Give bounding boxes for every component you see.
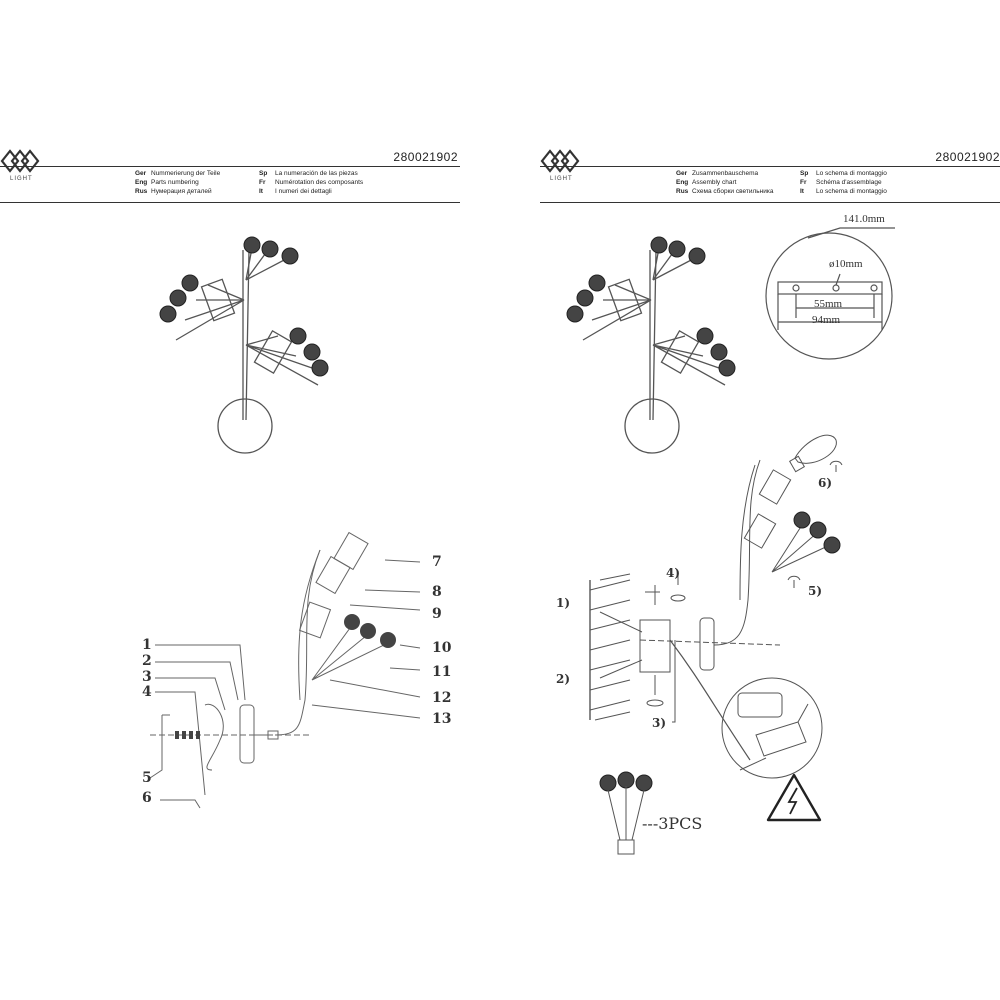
dimension-hole: ø10mm — [829, 258, 863, 270]
exploded-parts-drawing — [149, 531, 421, 809]
dimension-inner: 55mm — [814, 298, 843, 310]
mounting-plate-detail-drawing — [765, 227, 895, 360]
header-rule — [0, 166, 460, 167]
document-code: 280021902 — [393, 150, 458, 164]
quantity-note: ---3PCS — [642, 814, 703, 833]
assembly-steps-drawing — [589, 434, 843, 855]
part-label: 11 — [432, 664, 452, 680]
header-rule — [0, 202, 460, 203]
electrical-warning-icon — [766, 773, 822, 822]
part-label: 8 — [432, 584, 442, 600]
logo-text: LIGHT — [10, 176, 33, 182]
part-label: 2 — [142, 653, 152, 669]
header-rule — [540, 202, 1000, 203]
dimension-outer: 94mm — [812, 314, 841, 326]
part-label: 10 — [432, 640, 452, 656]
lamp-front-view-drawing — [566, 236, 736, 454]
step-label: 1) — [556, 596, 571, 610]
step-label: 3) — [652, 716, 667, 730]
part-label: 6 — [142, 790, 152, 806]
dimension-height: 141.0mm — [843, 213, 885, 225]
brand-logo-icon — [0, 146, 40, 188]
part-label: 4 — [142, 684, 152, 700]
part-label: 1 — [142, 637, 152, 653]
step-label: 2) — [556, 672, 571, 686]
part-label: 9 — [432, 606, 442, 622]
step-label: 6) — [818, 476, 833, 490]
part-label: 12 — [432, 690, 452, 706]
step-label: 4) — [666, 566, 681, 580]
document-code: 280021902 — [935, 150, 1000, 164]
part-label: 13 — [432, 711, 452, 727]
brand-logo-icon — [540, 146, 580, 188]
lamp-front-view-drawing — [159, 236, 329, 454]
step-label: 5) — [808, 584, 823, 598]
header-rule — [540, 166, 1000, 167]
part-label: 3 — [142, 669, 152, 685]
part-label: 7 — [432, 554, 442, 570]
logo-text: LIGHT — [550, 176, 573, 182]
part-label: 5 — [142, 770, 152, 786]
